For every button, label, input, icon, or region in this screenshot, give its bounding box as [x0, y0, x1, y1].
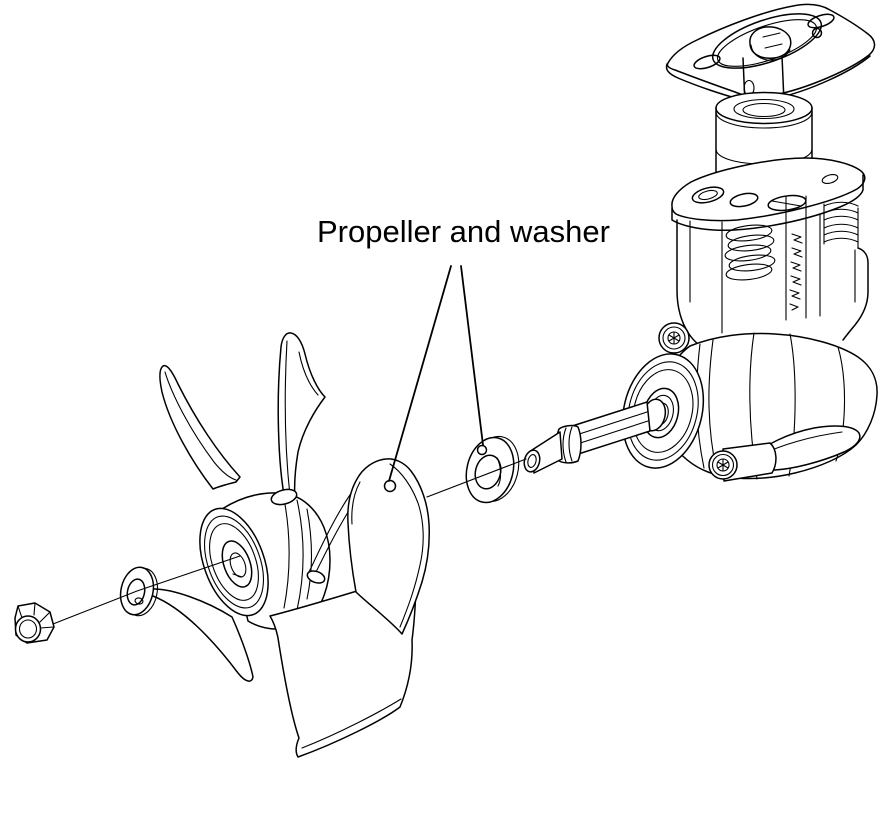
plate-slot-1	[691, 186, 725, 204]
blade-edge-line	[164, 371, 237, 481]
housing-bolt-lower	[708, 442, 777, 482]
collar-ridges	[562, 426, 573, 463]
bushing-bore-outer	[733, 98, 795, 120]
bushing-bore	[742, 102, 786, 118]
annotation: Propeller and washer	[317, 214, 610, 482]
plate-slot-4	[821, 174, 839, 184]
washer-tab	[134, 597, 144, 605]
flange-slot-right	[807, 13, 835, 29]
bolt-ring	[662, 326, 686, 350]
propeller-hub	[199, 488, 331, 630]
propeller-blade-bottom	[269, 572, 417, 758]
blade-edge-line	[301, 698, 402, 749]
propeller	[149, 332, 430, 758]
propeller-blade-lower-left	[149, 588, 254, 682]
spring-coil	[725, 224, 773, 242]
propeller-shaft	[523, 398, 667, 474]
spring-coil-right-waves	[823, 201, 859, 243]
spring-plate-rim	[671, 174, 864, 232]
leader-line-to-washer	[460, 265, 484, 446]
plate-slot-2	[729, 192, 759, 208]
center-axis-line-right	[426, 458, 527, 498]
spring-coil	[728, 254, 776, 272]
flange-opening	[711, 13, 823, 69]
bolt-ring	[711, 453, 735, 477]
brand-marking	[789, 233, 803, 311]
flange-slot-left	[693, 54, 721, 70]
spring-plate	[671, 157, 866, 232]
bolt-socket-spokes	[717, 458, 729, 472]
hub-keyway	[232, 573, 243, 578]
assembly-axis	[52, 458, 527, 625]
housing-panel-lines	[689, 195, 821, 334]
nut-bore	[18, 619, 38, 639]
washer-leader-hole	[476, 444, 488, 456]
coupler-slot	[762, 32, 783, 49]
spring-coil	[727, 234, 775, 252]
blade-root-boss-top	[270, 488, 298, 506]
hub-face-ring-2	[204, 515, 264, 609]
propeller-blade-upper-left	[159, 364, 241, 490]
spring-coil	[725, 263, 773, 281]
spring-coil-right-sides	[823, 203, 859, 249]
washer-large	[465, 435, 520, 504]
blade-outline	[149, 588, 254, 682]
bushing-rim	[715, 111, 813, 129]
blade-outline	[159, 364, 241, 490]
coil-spring-right	[823, 201, 859, 249]
propeller-blade-right	[347, 458, 430, 635]
spring-coil	[724, 244, 772, 262]
flange-opening-inner	[716, 19, 818, 67]
mounting-flange	[665, 3, 876, 102]
shaft-coupler	[749, 26, 792, 59]
nut-facets	[17, 602, 55, 629]
blade-edge-line	[351, 463, 424, 628]
housing-right-collar	[842, 247, 869, 341]
hub-surface-lines	[282, 493, 313, 611]
center-axis-line-left	[52, 555, 241, 625]
part-label: Propeller and washer	[317, 214, 610, 249]
nose-ring-2	[627, 361, 699, 461]
hub-face-ring-3	[209, 523, 259, 601]
propeller-blade-top	[277, 332, 326, 501]
plate-slot-1-inner	[698, 189, 718, 201]
housing-bolt-upper	[658, 322, 690, 354]
nose-ring-3	[632, 369, 694, 453]
spring-plate-top	[671, 157, 866, 222]
blade-root-boss	[306, 570, 326, 584]
coupler-body	[750, 44, 791, 61]
leader-line-to-propeller	[388, 265, 452, 482]
coil-spring	[724, 224, 776, 281]
blade-edge-line	[284, 340, 319, 497]
lock-nut	[14, 602, 55, 644]
gearbox-assembly	[523, 3, 878, 482]
washer-hole-edge	[496, 457, 502, 487]
tip-socket	[527, 454, 537, 468]
blade-outline	[347, 458, 430, 635]
flange-hole	[811, 27, 823, 39]
bolt-socket-spokes	[668, 331, 680, 345]
